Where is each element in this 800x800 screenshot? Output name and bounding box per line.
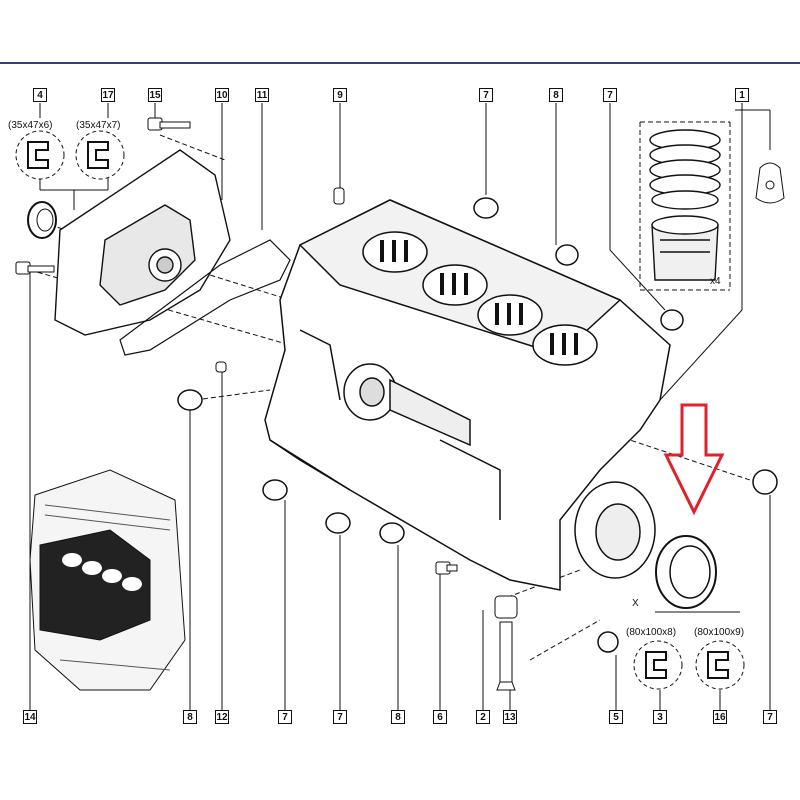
seal-4-detail xyxy=(15,130,65,180)
callout-9: 9 xyxy=(333,88,347,102)
seal-3-detail xyxy=(633,640,683,690)
callout-1: 1 xyxy=(735,88,749,102)
callout-4: 4 xyxy=(33,88,47,102)
callout-8: 8 xyxy=(549,88,563,102)
bolt-14 xyxy=(15,261,55,275)
seal-17-detail xyxy=(75,130,125,180)
highlight-arrow xyxy=(663,403,725,516)
header-divider xyxy=(0,62,800,64)
callout-10: 10 xyxy=(215,88,229,102)
engine-block xyxy=(264,199,671,591)
callout-7: 7 xyxy=(278,710,292,724)
seal-3-dimension: (80x100x8) xyxy=(626,627,677,638)
front-cover-plate xyxy=(54,149,231,336)
callout-5: 5 xyxy=(609,710,623,724)
main-bearing-bolts xyxy=(435,561,518,691)
gasket xyxy=(119,239,291,356)
piston-set xyxy=(649,129,721,281)
dowel-pins xyxy=(215,187,345,373)
piston-quantity: x4 xyxy=(710,276,721,287)
seal-16-dimension: (80x100x9) xyxy=(694,627,745,638)
callout-8: 8 xyxy=(391,710,405,724)
callout-6: 6 xyxy=(433,710,447,724)
seal-16-detail xyxy=(695,640,745,690)
callout-17: 17 xyxy=(101,88,115,102)
callout-13: 13 xyxy=(503,710,517,724)
seal-17-dimension: (35x47x7) xyxy=(76,120,121,131)
section-mark-x: X xyxy=(632,598,639,609)
callout-7: 7 xyxy=(479,88,493,102)
callout-16: 16 xyxy=(713,710,727,724)
callout-12: 12 xyxy=(215,710,229,724)
bolt-15 xyxy=(147,117,191,131)
callout-7: 7 xyxy=(333,710,347,724)
callout-14: 14 xyxy=(23,710,37,724)
header-bar xyxy=(0,0,800,62)
callout-7: 7 xyxy=(603,88,617,102)
callout-7: 7 xyxy=(763,710,777,724)
callout-15: 15 xyxy=(148,88,162,102)
plugs xyxy=(177,197,778,653)
engine-thumbnail xyxy=(29,469,186,691)
callout-2: 2 xyxy=(476,710,490,724)
crank-seal-rear xyxy=(655,535,717,609)
seal-ring-left xyxy=(27,201,57,239)
callout-3: 3 xyxy=(653,710,667,724)
callout-8: 8 xyxy=(183,710,197,724)
seal-4-dimension: (35x47x6) xyxy=(8,120,53,131)
leader-lines xyxy=(29,103,771,710)
callout-11: 11 xyxy=(255,88,269,102)
gear-icon xyxy=(755,162,785,204)
